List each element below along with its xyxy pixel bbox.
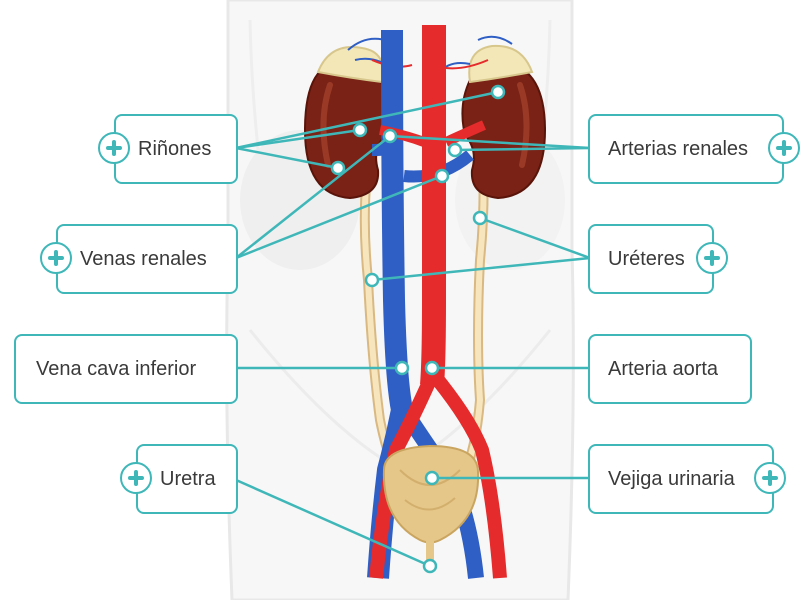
bladder	[382, 444, 480, 544]
leader-rinones-1	[235, 128, 361, 150]
marker-dots	[330, 84, 506, 574]
label-vena-cava-inferior[interactable]: Vena cava inferior	[14, 334, 238, 404]
leader-arterias-1	[389, 134, 591, 150]
label-rinones[interactable]: Riñones	[114, 114, 238, 184]
plus-icon[interactable]	[768, 132, 800, 164]
marker-ureter-a	[472, 210, 488, 226]
leader-rinones-2	[235, 90, 499, 150]
leader-ureteres-1	[479, 216, 591, 260]
label-arterias-renales[interactable]: Arterias renales	[588, 114, 784, 184]
kidney-left-shade	[320, 82, 333, 168]
plus-icon[interactable]	[40, 242, 72, 274]
label-vejiga-urinaria[interactable]: Vejiga urinaria	[588, 444, 774, 514]
marker-vena-renal-b	[434, 168, 450, 184]
leader-ureteres-2	[371, 256, 591, 282]
kidney-right-shade	[517, 82, 530, 168]
marker-rinon-c	[330, 160, 346, 176]
leader-venas-1	[235, 135, 391, 259]
label-arteria-aorta[interactable]: Arteria aorta	[588, 334, 752, 404]
renal-artery-left	[379, 125, 426, 147]
aorta	[420, 25, 447, 386]
plus-icon[interactable]	[120, 462, 152, 494]
leader-arterias-2	[454, 146, 591, 152]
marker-uretra	[422, 558, 438, 574]
plus-icon[interactable]	[98, 132, 130, 164]
label-ureteres-text: Uréteres	[608, 247, 685, 270]
leader-lines	[235, 90, 591, 568]
label-arteria-aorta-text: Arteria aorta	[608, 357, 719, 380]
marker-vena-renal-a	[382, 128, 398, 144]
label-venas-renales[interactable]: Venas renales	[56, 224, 238, 294]
marker-ureter-b	[364, 272, 380, 288]
leader-venas-2	[235, 174, 443, 260]
marker-rinon-a	[352, 122, 368, 138]
iliac-artery-right	[432, 375, 507, 579]
marker-arteria-renal	[447, 142, 463, 158]
adrenal-left	[316, 46, 384, 84]
label-uretra[interactable]: Uretra	[136, 444, 238, 514]
label-venas-renales-text: Venas renales	[80, 247, 207, 270]
label-arterias-renales-text: Arterias renales	[608, 137, 749, 160]
plus-icon[interactable]	[696, 242, 728, 274]
adrenal-right	[468, 44, 534, 84]
marker-rinon-b	[490, 84, 506, 100]
label-uretra-text: Uretra	[160, 467, 216, 490]
label-vejiga-urinaria-text: Vejiga urinaria	[608, 467, 735, 490]
marker-vejiga	[424, 470, 440, 486]
leader-rinones-3	[235, 146, 339, 170]
marker-vena-cava	[394, 360, 410, 376]
label-rinones-text: Riñones	[138, 137, 212, 160]
label-vena-cava-inferior-text: Vena cava inferior	[36, 357, 197, 380]
leader-uretra	[235, 478, 431, 568]
plus-icon[interactable]	[754, 462, 786, 494]
marker-aorta	[424, 360, 440, 376]
